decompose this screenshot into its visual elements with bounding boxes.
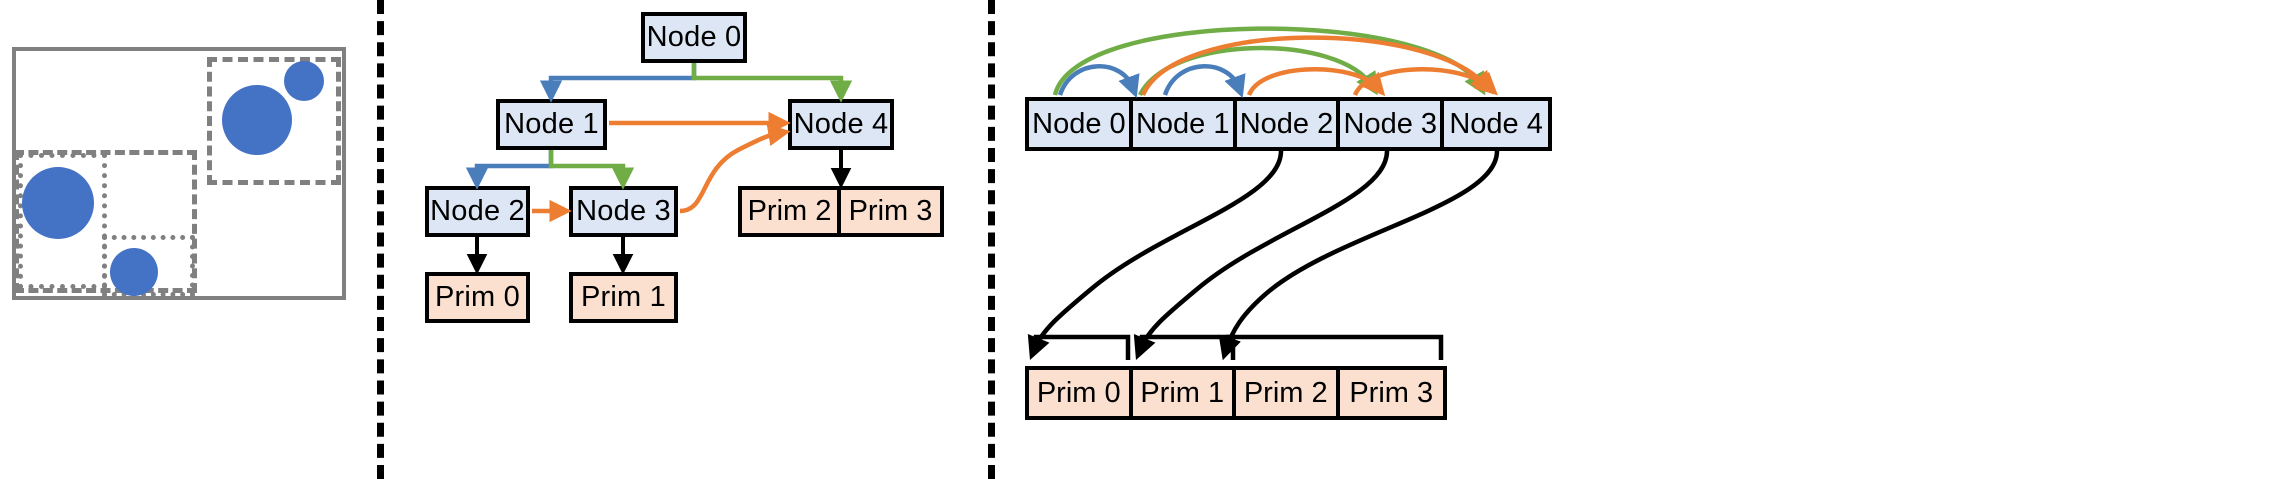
array-link-n3-prim1 — [1133, 150, 1390, 361]
tree-edge-n1-n2 — [465, 150, 554, 190]
tree-prim-3[interactable]: Prim 3 — [841, 190, 940, 233]
array-arc-green-0-4 — [1052, 26, 1486, 96]
tree-prim-0[interactable]: Prim 0 — [425, 272, 530, 323]
node-array-cell-4[interactable]: Node 4 — [1444, 101, 1548, 147]
scene-prim2-circle — [222, 85, 292, 155]
scene-node4-bounds — [207, 57, 341, 185]
node-array-cell-2[interactable]: Node 2 — [1236, 101, 1341, 147]
panel-separator-left — [377, 0, 384, 479]
tree-prim-pair-2-3: Prim 2 Prim 3 — [738, 186, 944, 237]
tree-node-4[interactable]: Node 4 — [788, 99, 894, 150]
prim-array-cell-0[interactable]: Prim 0 — [1029, 370, 1133, 416]
array-arc-blue-0-1 — [1057, 64, 1140, 99]
tree-node-1[interactable]: Node 1 — [496, 99, 607, 150]
array-arc-orange-3-4 — [1352, 67, 1498, 97]
scene-node2-bounds — [18, 153, 107, 289]
panel-separator-right — [988, 0, 995, 479]
scene-prim1-circle — [110, 248, 158, 296]
tree-node-0[interactable]: Node 0 — [641, 12, 747, 63]
array-arc-orange-1-4 — [1140, 35, 1494, 96]
array-link-n2-prim0 — [1027, 150, 1284, 361]
node-array-cell-3[interactable]: Node 3 — [1340, 101, 1445, 147]
scene-node3-bounds — [102, 235, 195, 297]
array-link-n4-prim2 — [1218, 150, 1500, 361]
scene-prim0-circle — [22, 167, 94, 239]
scene-prim3-circle — [284, 61, 324, 101]
node-array-cell-1[interactable]: Node 1 — [1132, 101, 1237, 147]
array-arc-orange-2-3 — [1246, 67, 1386, 97]
prim-array-cell-2[interactable]: Prim 2 — [1236, 370, 1340, 416]
tree-node-3[interactable]: Node 3 — [569, 186, 678, 237]
array-arc-blue-1-2 — [1162, 64, 1246, 99]
tree-node-2[interactable]: Node 2 — [425, 186, 530, 237]
tree-edge-n0-n4 — [691, 63, 853, 103]
tree-edge-n1-n3 — [548, 150, 635, 190]
prim-array-cell-1[interactable]: Prim 1 — [1132, 370, 1236, 416]
prim-array-cell-3[interactable]: Prim 3 — [1339, 370, 1443, 416]
node-array: Node 0 Node 1 Node 2 Node 3 Node 4 — [1025, 97, 1552, 151]
tree-edge-n0-n1 — [539, 63, 697, 103]
tree-prim-1[interactable]: Prim 1 — [569, 272, 678, 323]
node-array-cell-0[interactable]: Node 0 — [1029, 101, 1133, 147]
tree-prim-2[interactable]: Prim 2 — [742, 190, 841, 233]
prim-array: Prim 0 Prim 1 Prim 2 Prim 3 — [1025, 366, 1447, 420]
array-arc-green-1-3 — [1137, 45, 1378, 97]
